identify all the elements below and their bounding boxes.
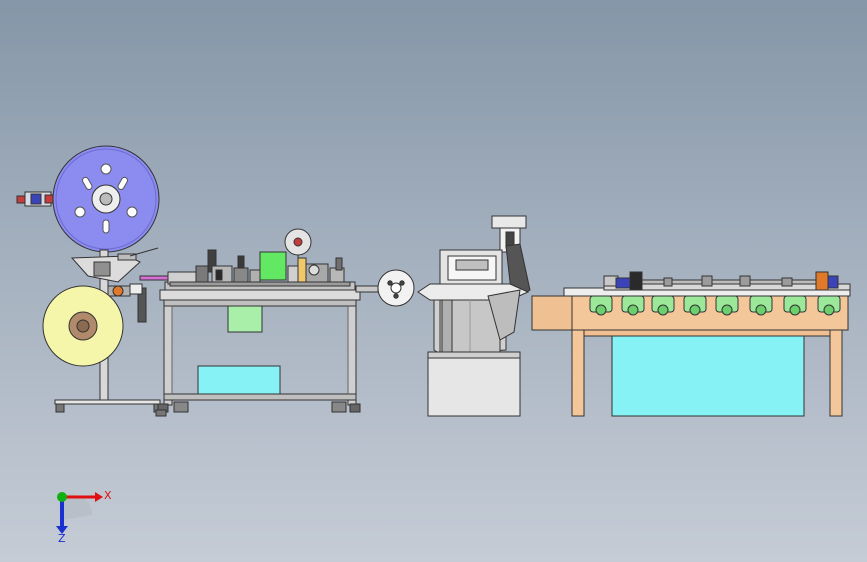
- labeling-machine[interactable]: [155, 228, 361, 417]
- reel-stand-assembly[interactable]: [16, 145, 163, 413]
- yellow-reel[interactable]: [42, 285, 124, 367]
- deck-mechanisms: [167, 249, 351, 287]
- bowl-feeder[interactable]: [417, 215, 531, 417]
- y-axis-dot: [57, 492, 67, 502]
- control-box: [227, 305, 263, 333]
- drive-shaft: [603, 271, 839, 291]
- green-sensor-box: [259, 251, 287, 281]
- conveyor-table[interactable]: [531, 271, 851, 417]
- x-axis-label: X: [104, 489, 112, 502]
- transfer-link: [139, 269, 415, 307]
- conveyor-cabinet: [611, 335, 805, 417]
- side-cylinder: [16, 191, 54, 207]
- dispensing-bracket: [70, 247, 159, 323]
- blue-reel[interactable]: [52, 145, 160, 253]
- z-axis-label: Z: [58, 532, 66, 545]
- electrical-cabinet: [197, 365, 281, 395]
- roller-row: [589, 295, 841, 313]
- label-reel-small[interactable]: [284, 228, 312, 264]
- transfer-reel[interactable]: [377, 269, 415, 307]
- coordinate-triad: X Z: [56, 489, 112, 545]
